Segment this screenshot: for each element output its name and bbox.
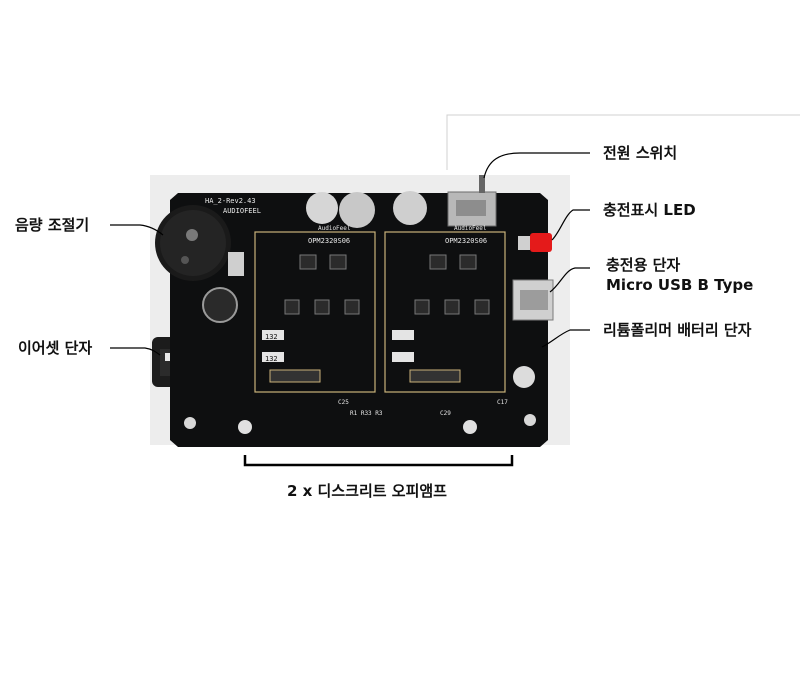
silk-module-brand-left: AudioFeel — [318, 225, 351, 232]
pcb — [170, 193, 548, 447]
label-charge-led: 충전표시 LED — [603, 201, 696, 219]
opamp-module-right — [384, 231, 506, 393]
frame-line — [446, 114, 800, 170]
leader-charge-led — [551, 209, 590, 241]
silk-module-right: OPM2320S06 — [445, 237, 487, 245]
silk-module-brand-right: AudioFeel — [454, 225, 487, 232]
silkscreen: HA_2-Rev2.43 AUDIOFEEL AudioFeel OPM2320… — [205, 197, 508, 417]
label-opamp: 2 x 디스크리트 오피앰프 — [287, 482, 447, 500]
charge-led — [518, 233, 552, 252]
silk-resistor-1: 132 — [265, 333, 278, 341]
leader-volume — [110, 224, 164, 236]
power-switch — [447, 175, 497, 227]
volume-knob — [155, 205, 244, 281]
label-charge-port-line1: 충전용 단자 — [606, 256, 681, 274]
silk-brand: AUDIOFEEL — [223, 207, 261, 215]
leader-lines — [110, 152, 590, 467]
label-volume-knob: 음량 조절기 — [15, 216, 90, 234]
silk-cap-left: C25 — [338, 399, 349, 406]
silk-bottom-ref: R1 R33 R3 — [350, 410, 383, 417]
leader-battery — [541, 329, 590, 348]
capacitors — [202, 191, 535, 388]
silk-resistor-2: 132 — [265, 355, 278, 363]
micro-usb-port — [512, 279, 554, 321]
opamp-module-left — [254, 231, 376, 393]
leader-earphone — [110, 347, 161, 356]
leader-charge-port — [549, 267, 590, 293]
label-earphone-jack: 이어셋 단자 — [18, 339, 93, 357]
silk-module-left: OPM2320S06 — [308, 237, 350, 245]
silk-cap-right: C17 — [497, 399, 508, 406]
leader-power-switch — [483, 152, 590, 179]
label-charge-port-line2: Micro USB B Type — [606, 276, 754, 294]
label-power-switch: 전원 스위치 — [603, 144, 678, 162]
label-battery-terminal: 리튬폴리머 배터리 단자 — [603, 321, 752, 339]
silk-revision: HA_2-Rev2.43 — [205, 197, 256, 205]
opamp-bracket — [243, 455, 514, 467]
silk-cap-bottom: C29 — [440, 410, 451, 417]
